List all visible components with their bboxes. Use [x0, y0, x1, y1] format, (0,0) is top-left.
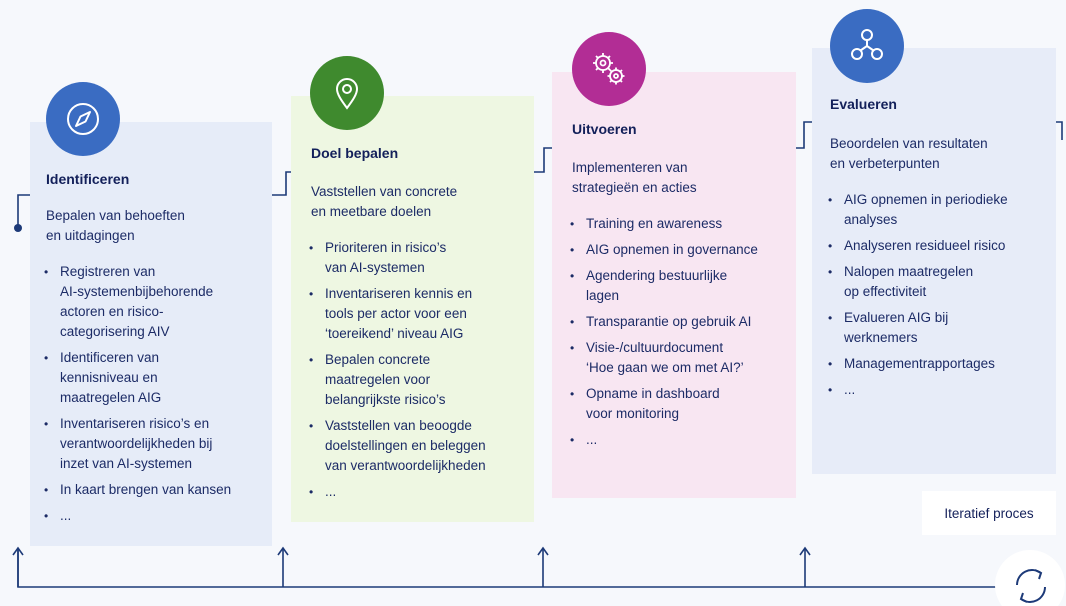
panel-lead: Implementeren van strategieën en acties	[572, 160, 697, 195]
list-item-line: Prioriteren in risico’s	[325, 240, 447, 255]
list-item-line: Registreren van	[60, 264, 156, 279]
list-item: Evalueren AIG bij werknemers	[828, 308, 1052, 348]
refresh-cycle-icon	[995, 550, 1065, 606]
network-nodes-icon	[830, 9, 904, 83]
list-item-line: Managementrapportages	[844, 356, 995, 371]
iterative-process-label: Iteratief proces	[922, 491, 1056, 535]
list-item-line: lagen	[586, 288, 620, 303]
panel-title: Evalueren	[830, 96, 897, 112]
panel-lead: Beoordelen van resultaten en verbeterpun…	[830, 136, 988, 171]
list-item: Opname in dashboard voor monitoring	[570, 384, 792, 424]
list-item: Bepalen concrete maatregelen voor belangri…	[309, 350, 531, 410]
list-item-line: voor monitoring	[586, 406, 680, 421]
list-item-line: actoren en risico-	[60, 304, 164, 319]
list-item-line: ‘toereikend’ niveau AIG	[325, 326, 464, 341]
list-item-line: AIG opnemen in periodieke	[844, 192, 1008, 207]
list-item: Nalopen maatregelen op effectiviteit	[828, 262, 1052, 302]
list-item-line: Nalopen maatregelen	[844, 264, 974, 279]
list-item: Managementrapportages	[828, 354, 1052, 374]
panel-title: Identificeren	[46, 171, 130, 187]
list-item: AIG opnemen in governance	[570, 240, 792, 260]
location-pin-icon	[310, 56, 384, 130]
list-item: Agendering bestuurlijke lagen	[570, 266, 792, 306]
list-item-line: Vaststellen van beoogde	[325, 418, 472, 433]
list-item-line: op effectiviteit	[844, 284, 927, 299]
panel-lead: Vaststellen van concrete en meetbare doe…	[311, 184, 458, 219]
compass-icon	[46, 82, 120, 156]
panel-evalueren: Evalueren Beoordelen van resultaten en v…	[812, 48, 1056, 474]
list-item-line: belangrijkste risico’s	[325, 392, 446, 407]
list-item-line: Inventariseren kennis en	[325, 286, 473, 301]
list-item-line: maatregelen AIG	[60, 390, 162, 405]
panel-uitvoeren: Uitvoeren Implementeren van strategieën …	[552, 72, 796, 498]
list-item: Visie-/cultuurdocument ‘Hoe gaan we om me…	[570, 338, 792, 378]
list-item: Inventariseren risico’s en verantwoordeli…	[44, 414, 266, 474]
list-item-line: kennisniveau en	[60, 370, 158, 385]
list-item-line: doelstellingen en beleggen	[325, 438, 486, 453]
list-item-line: ...	[586, 432, 598, 447]
list-item-line: analyses	[844, 212, 898, 227]
list-item-line: van AI-systemen	[325, 260, 425, 275]
list-item: Analyseren residueel risico	[828, 236, 1052, 256]
list-item: Vaststellen van beoogde doelstellingen en…	[309, 416, 531, 476]
list-item-line: Agendering bestuurlijke	[586, 268, 728, 283]
list-item-line: ‘Hoe gaan we om met AI?’	[586, 360, 744, 375]
list-item-line: maatregelen voor	[325, 372, 431, 387]
list-item-line: ...	[844, 382, 856, 397]
panel-doel-bepalen: Doel bepalen Vaststellen van concrete en…	[291, 96, 534, 522]
list-item-line: Analyseren residueel risico	[844, 238, 1006, 253]
list-item-line: Identificeren van	[60, 350, 160, 365]
step-line-start-dot	[14, 224, 22, 232]
list-item: Training en awareness	[570, 214, 792, 234]
list-item-line: ...	[60, 508, 72, 523]
list-item: Transparantie op gebruik AI	[570, 312, 792, 332]
list-item-line: categorisering AIV	[60, 324, 170, 339]
list-item-line: Inventariseren risico’s en	[60, 416, 210, 431]
list-item-line: Bepalen concrete	[325, 352, 431, 367]
list-item: Identificeren van kennisniveau en maatrege…	[44, 348, 266, 408]
list-item-line: In kaart brengen van kansen	[60, 482, 232, 497]
panel-identificeren: Identificeren Bepalen van behoeften en u…	[30, 122, 272, 546]
list-item-line: tools per actor voor een	[325, 306, 467, 321]
list-item: ...	[309, 482, 531, 502]
list-item-line: werknemers	[844, 330, 918, 345]
list-item: In kaart brengen van kansen	[44, 480, 266, 500]
list-item-line: AIG opnemen in governance	[586, 242, 758, 257]
list-item-line: ...	[325, 484, 337, 499]
list-item-line: inzet van AI-systemen	[60, 456, 193, 471]
panel-title: Doel bepalen	[311, 145, 399, 161]
list-item-line: Visie-/cultuurdocument	[586, 340, 724, 355]
list-item-line: AI-systemenbijbehorende	[60, 284, 214, 299]
list-item: Inventariseren kennis en tools per actor …	[309, 284, 531, 344]
list-item-line: Opname in dashboard	[586, 386, 720, 401]
bullet-list: AIG opnemen in periodieke analyses Analys…	[828, 190, 1052, 406]
bullet-list: Prioriteren in risico’s van AI-systemen I…	[309, 238, 531, 508]
list-item: ...	[44, 506, 266, 526]
list-item: ...	[570, 430, 792, 450]
list-item-line: van verantwoordelijkheden	[325, 458, 486, 473]
panel-lead: Bepalen van behoeften en uitdagingen	[46, 208, 185, 243]
list-item-line: Training en awareness	[586, 216, 723, 231]
feedback-line	[17, 548, 1000, 588]
gears-icon	[572, 32, 646, 106]
panel-title: Uitvoeren	[572, 121, 637, 137]
list-item-line: Transparantie op gebruik AI	[586, 314, 752, 329]
list-item-line: verantwoordelijkheden bij	[60, 436, 213, 451]
list-item: AIG opnemen in periodieke analyses	[828, 190, 1052, 230]
list-item-line: Evalueren AIG bij	[844, 310, 949, 325]
bullet-list: Training en awareness AIG opnemen in gov…	[570, 214, 792, 456]
list-item: ...	[828, 380, 1052, 400]
list-item: Prioriteren in risico’s van AI-systemen	[309, 238, 531, 278]
